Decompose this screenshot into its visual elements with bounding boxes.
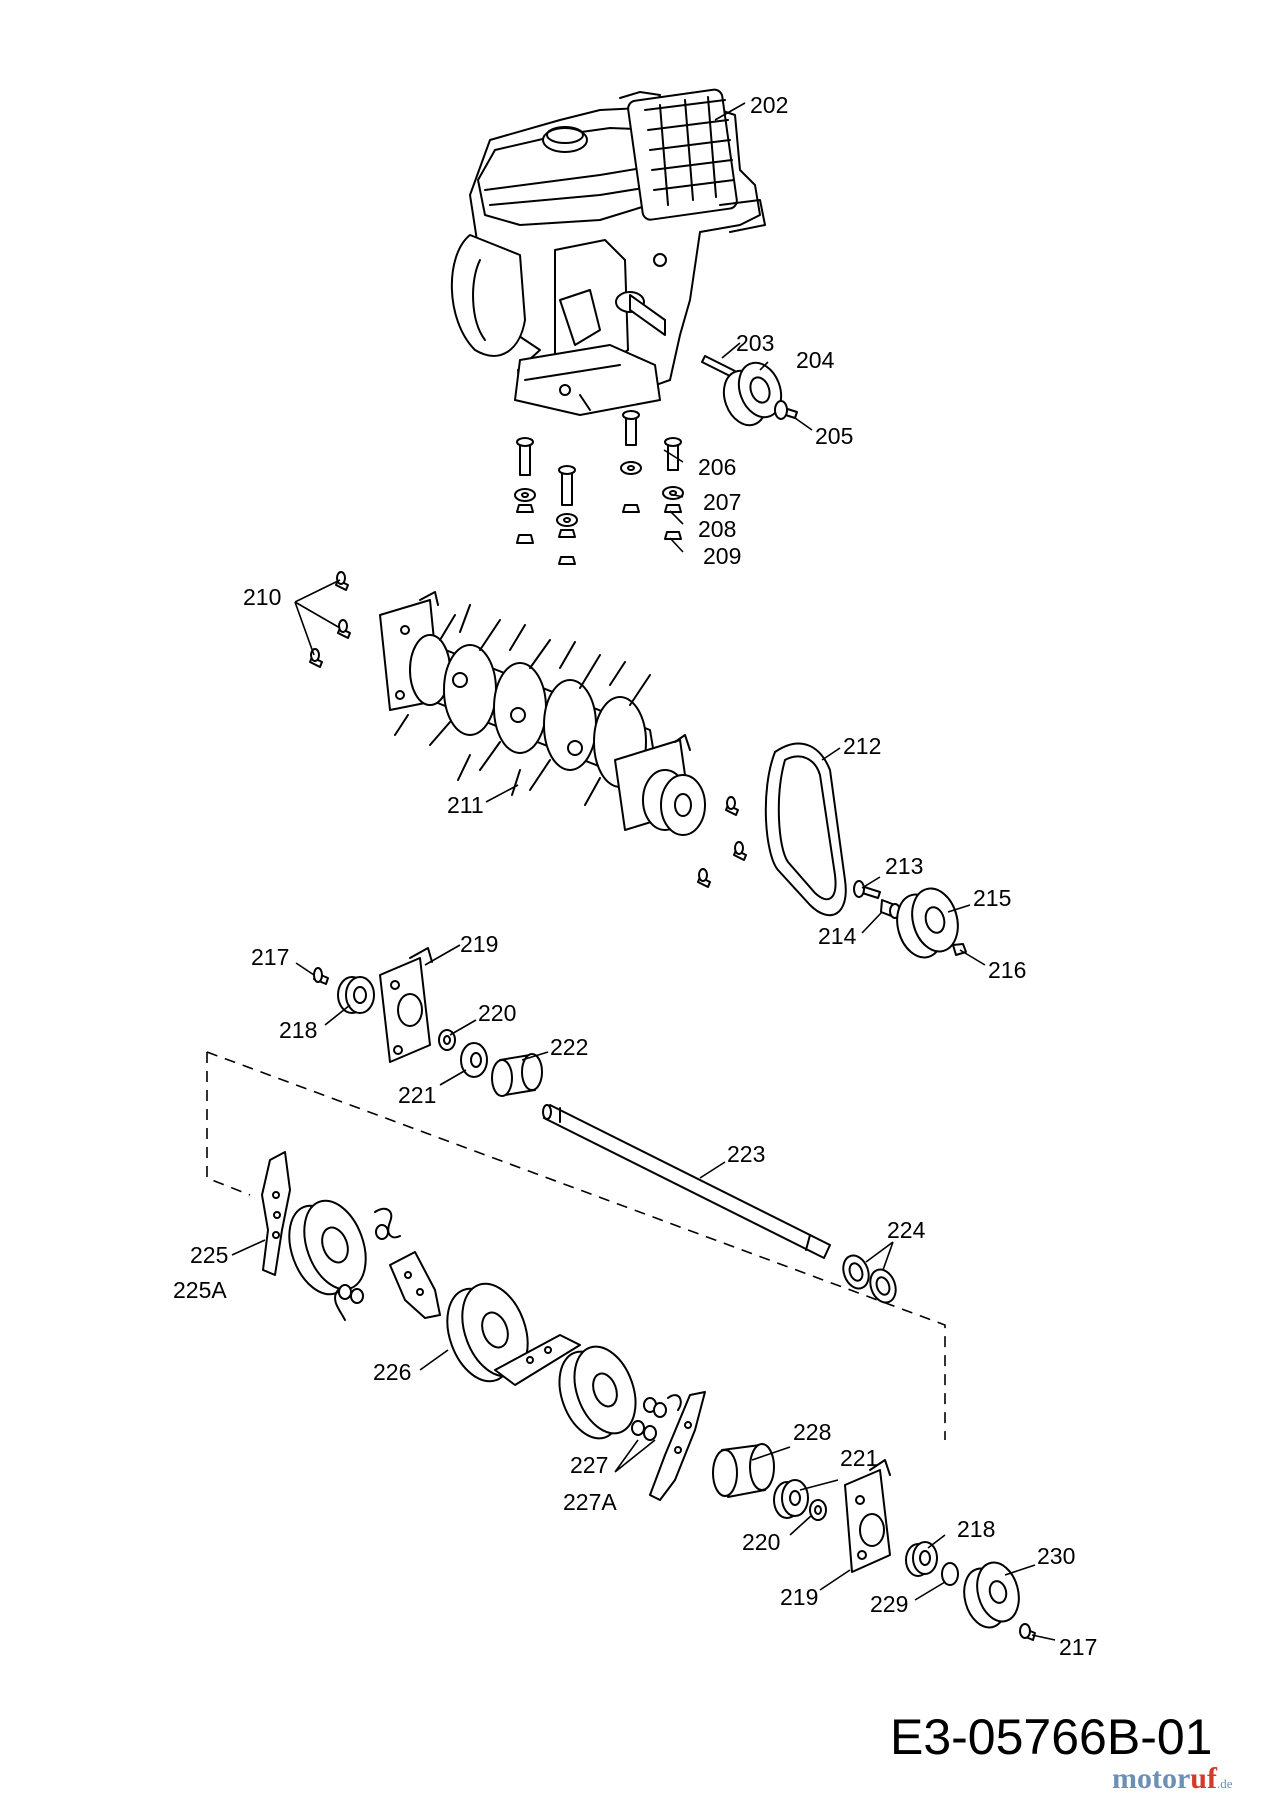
label-225: 225 [190,1242,228,1268]
label-205: 205 [815,423,853,449]
right-bearing-assembly [773,1459,1036,1641]
label-230: 230 [1037,1543,1075,1569]
label-226: 226 [373,1359,411,1385]
label-218-bottom: 218 [957,1516,995,1542]
watermark-part1: motor [1112,1762,1191,1795]
label-207: 207 [703,489,741,515]
watermark-logo: motoruf.de [1112,1762,1233,1796]
document-id: E3-05766B-01 [890,1709,1213,1765]
label-225A: 225A [173,1277,227,1303]
label-227: 227 [570,1452,608,1478]
label-206: 206 [698,454,736,480]
label-208: 208 [698,516,736,542]
watermark-suffix: .de [1216,1776,1233,1791]
blade-hub-assembly-225 [261,1151,401,1321]
label-210: 210 [243,584,281,610]
mounting-hardware [514,410,684,565]
label-227A: 227A [563,1489,617,1515]
blade-hub-assembly-227 [558,1345,706,1501]
label-228: 228 [793,1419,831,1445]
label-220-bottom: 220 [742,1529,780,1555]
left-bearing-assembly [313,947,543,1097]
label-220-top: 220 [478,1000,516,1026]
shim-washers-part [842,1254,897,1304]
label-223: 223 [727,1141,765,1167]
label-221-bottom: 221 [840,1445,878,1471]
label-203: 203 [736,330,774,356]
label-211: 211 [447,792,484,818]
scarifier-drum-part [379,591,706,836]
belt-guard-screws [697,796,747,888]
label-214: 214 [818,923,857,949]
idler-assembly [853,880,967,959]
label-209: 209 [703,543,741,569]
leader-lines [231,102,1056,1641]
label-202: 202 [750,92,788,118]
label-224: 224 [887,1217,926,1243]
label-213: 213 [885,853,923,879]
label-219-top: 219 [460,931,498,957]
assembly-outline [206,1051,946,1440]
part-labels: 202 203 204 205 206 207 208 209 210 211 … [173,92,1097,1660]
label-218-top: 218 [279,1017,317,1043]
shaft-part [542,1104,831,1259]
label-217-top: 217 [251,944,289,970]
screw-set-part [309,571,351,668]
label-217-bottom: 217 [1059,1634,1097,1660]
label-229: 229 [870,1591,908,1617]
engine-part [450,88,766,416]
watermark-part2: uf [1190,1762,1217,1795]
label-219-bottom: 219 [780,1584,818,1610]
bolt-part [774,400,798,420]
label-216: 216 [988,957,1026,983]
label-221-top: 221 [398,1082,436,1108]
label-212: 212 [843,733,881,759]
label-222: 222 [550,1034,588,1060]
drive-belt-part [764,742,847,917]
spacer-sleeve-part [712,1443,775,1498]
label-215: 215 [973,885,1011,911]
label-204: 204 [796,347,835,373]
pulley-part [722,361,783,427]
blade-hub-assembly-226 [389,1251,581,1386]
